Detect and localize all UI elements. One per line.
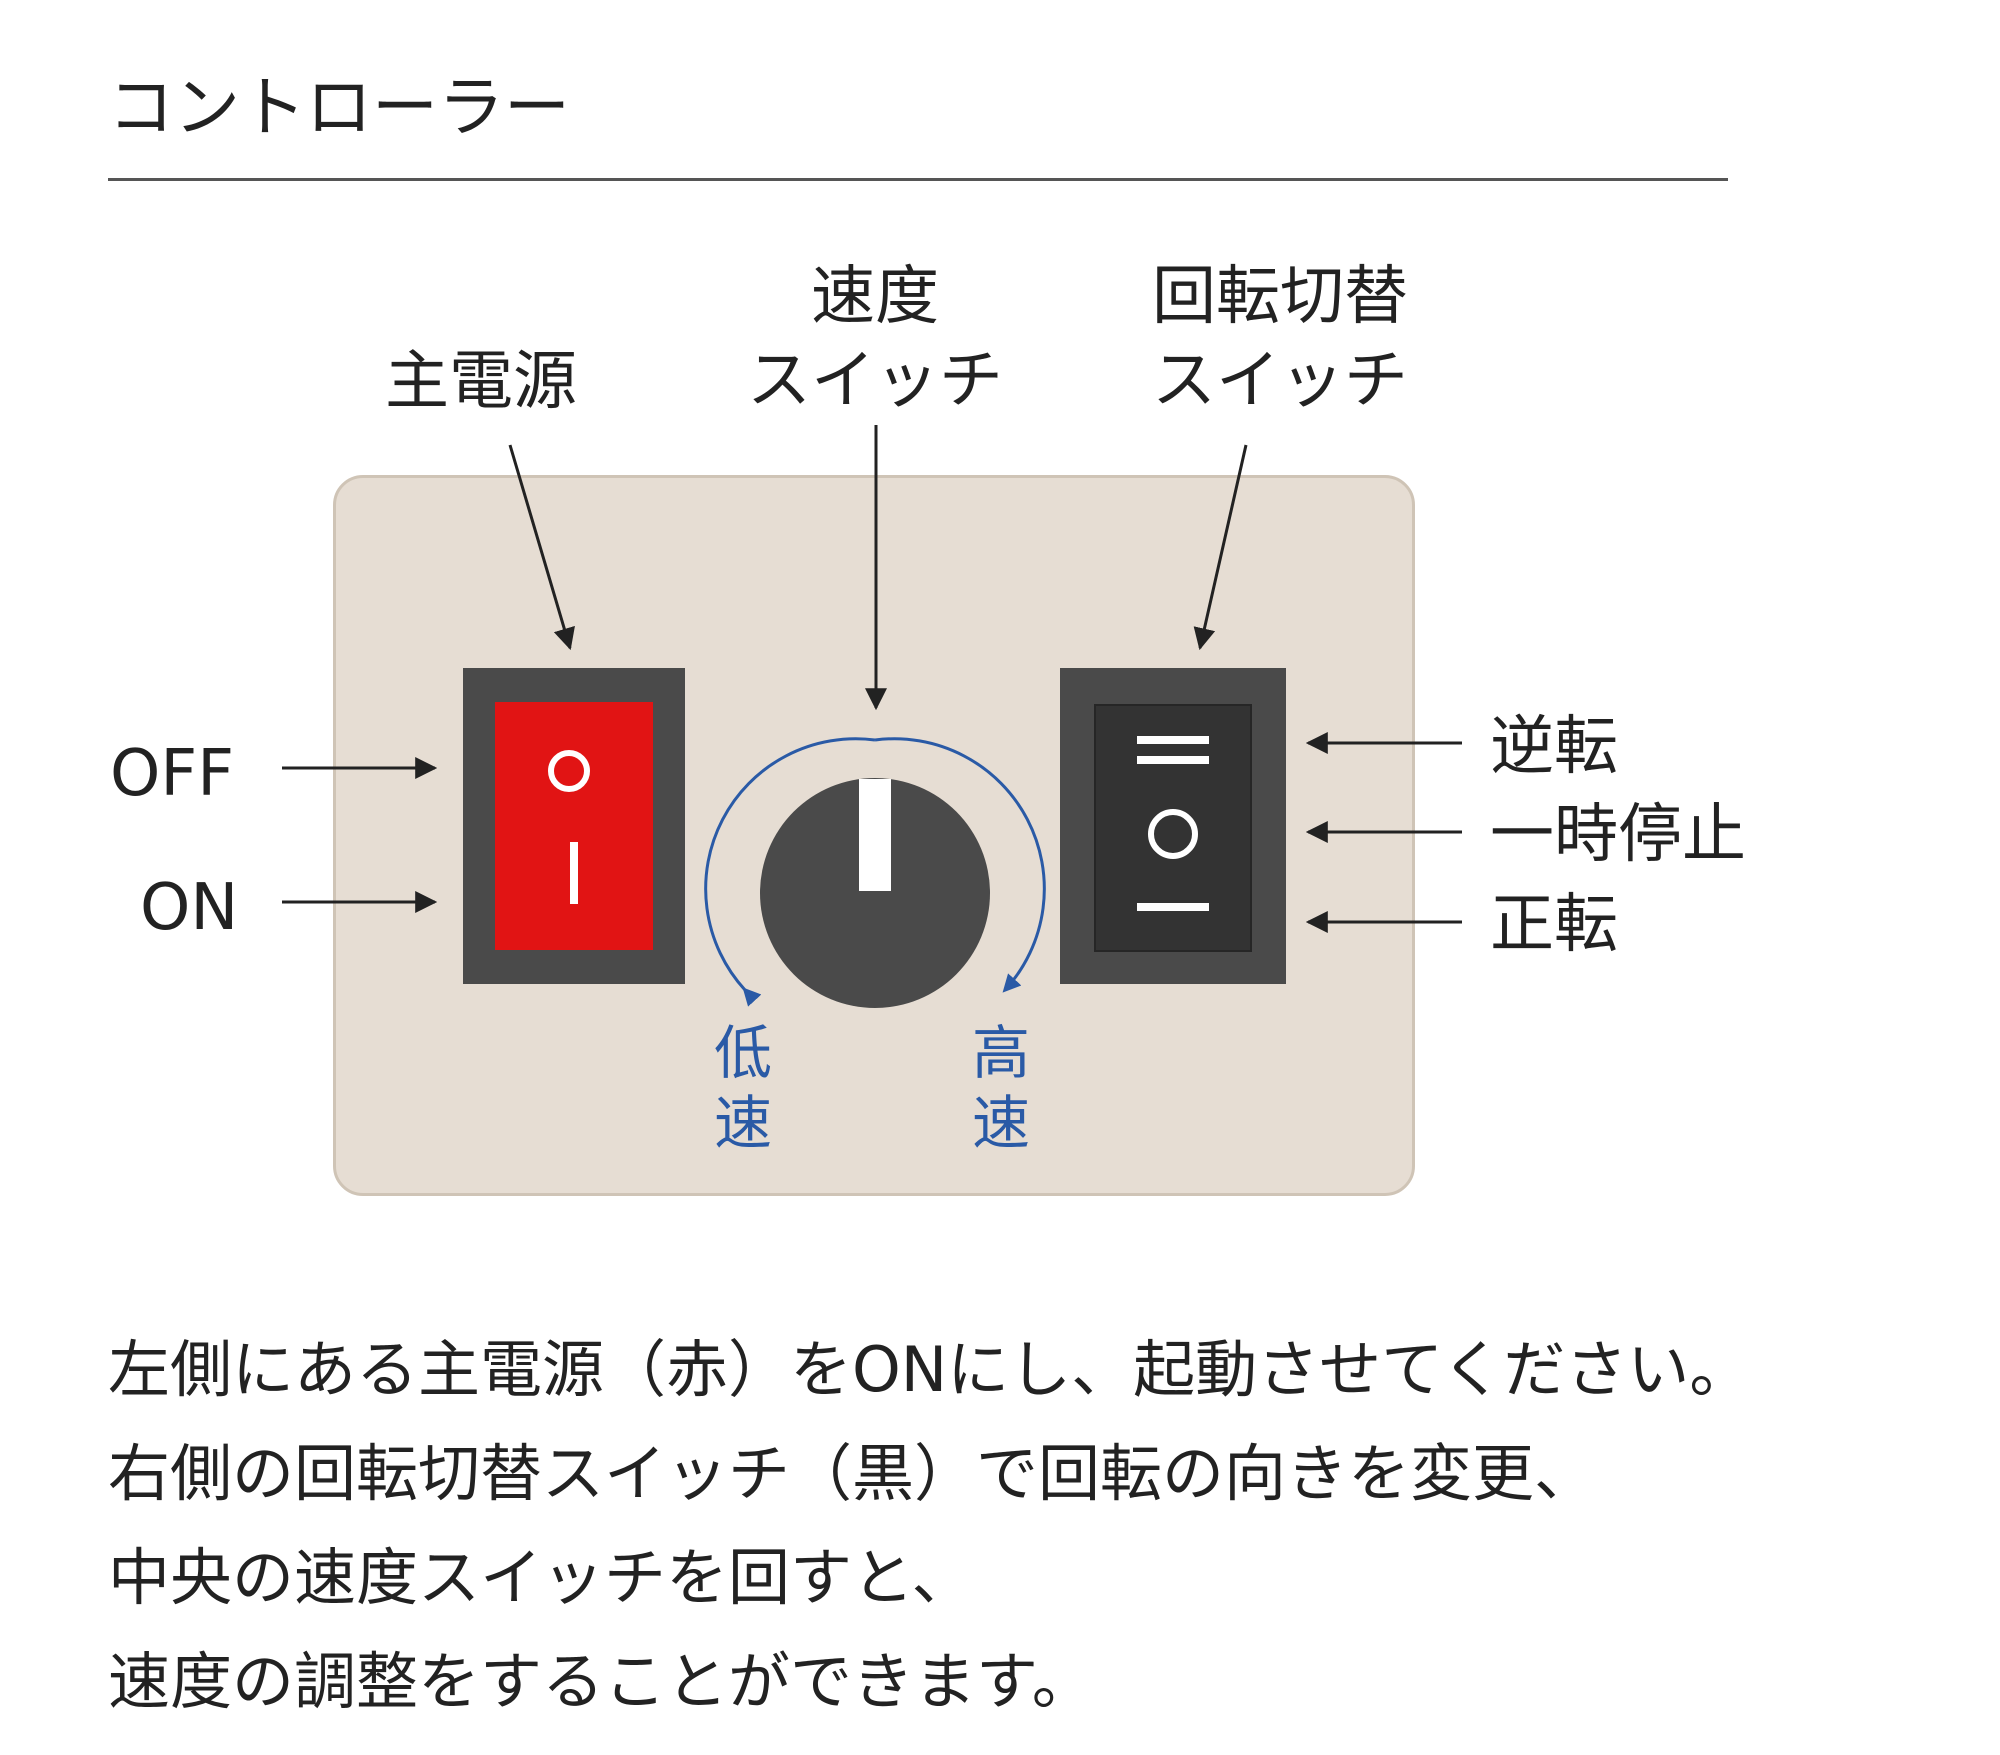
speed-switch-label-line1: 速度 <box>811 260 939 334</box>
forward-line-icon <box>1137 903 1209 911</box>
speed-knob-indicator <box>859 779 891 891</box>
low-speed-label-char2: 速 <box>713 1089 772 1157</box>
rotation-switch-label-line1: 回転切替 <box>1152 260 1408 334</box>
speed-arc-low <box>704 737 876 1007</box>
rotation-switch-label: 回転切替 スイッチ <box>1100 255 1460 423</box>
reverse-double-line-icon-top <box>1137 736 1209 744</box>
high-speed-label: 高 速 <box>966 1018 1036 1158</box>
speed-switch-label-line2: スイッチ <box>747 344 1003 418</box>
speed-switch-label: 速度 スイッチ <box>705 255 1045 423</box>
main-power-label: 主電源 <box>385 345 577 419</box>
title-divider <box>108 178 1728 181</box>
power-off-circle-icon <box>548 750 590 792</box>
page-title: コントローラー <box>108 69 570 146</box>
description-line-3: 中央の速度スイッチを回すと、 <box>108 1541 974 1614</box>
rotation-rocker-switch[interactable] <box>1094 704 1252 952</box>
reverse-double-line-icon-bottom <box>1137 756 1209 764</box>
high-speed-label-char1: 高 <box>971 1019 1030 1087</box>
description-line-2: 右側の回転切替スイッチ（黒）で回転の向きを変更、 <box>108 1437 1597 1510</box>
speed-knob[interactable] <box>760 778 990 1008</box>
low-speed-label-char1: 低 <box>713 1019 772 1087</box>
speed-arc-high <box>874 737 1046 993</box>
reverse-label: 逆転 <box>1490 710 1618 784</box>
low-speed-label: 低 速 <box>708 1018 778 1158</box>
power-rocker-switch[interactable] <box>495 702 653 950</box>
rotation-switch-arrow <box>1193 444 1248 651</box>
high-speed-label-char2: 速 <box>971 1089 1030 1157</box>
off-label: OFF <box>110 737 234 811</box>
on-label: ON <box>140 871 239 945</box>
description-line-4: 速度の調整をすることができます。 <box>108 1645 1094 1718</box>
description-line-1: 左側にある主電源（赤）をONにし、起動させてください。 <box>108 1333 1752 1406</box>
pause-label: 一時停止 <box>1490 798 1746 872</box>
rotation-switch-label-line2: スイッチ <box>1152 344 1408 418</box>
pause-circle-icon <box>1148 809 1198 859</box>
main-power-arrow <box>508 444 575 651</box>
forward-label: 正転 <box>1490 888 1618 962</box>
description: 左側にある主電源（赤）をONにし、起動させてください。 右側の回転切替スイッチ（… <box>108 1318 1751 1734</box>
power-on-line-icon <box>570 842 578 904</box>
